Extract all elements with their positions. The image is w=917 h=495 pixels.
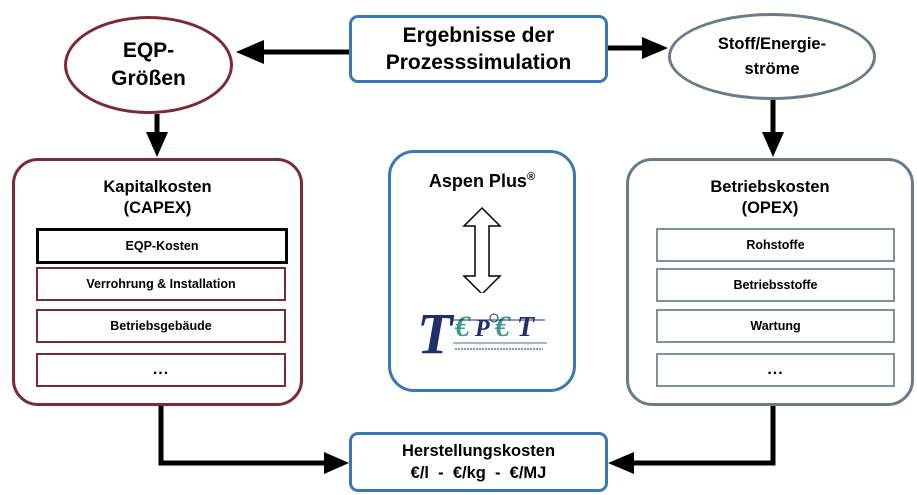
opex-item-betriebsstoffe: Betriebsstoffe xyxy=(656,268,895,302)
opex-panel: Betriebskosten (OPEX) Rohstoffe Betriebs… xyxy=(626,158,914,406)
svg-text:€: € xyxy=(454,310,471,343)
tepet-logo: T € P € T xyxy=(415,293,555,363)
opex-title-line1: Betriebskosten xyxy=(710,178,830,196)
eqp-groessen-line1: EQP- xyxy=(122,38,175,62)
simulation-results-box: Ergebnisse der Prozesssimulation xyxy=(349,15,608,83)
aspen-plus-title: Aspen Plus® xyxy=(391,171,573,192)
opex-item-wartung: Wartung xyxy=(656,309,895,343)
stoff-energie-line2: ströme xyxy=(744,59,800,78)
arrow-to-stoff-energie xyxy=(608,37,668,59)
svg-text:T: T xyxy=(417,301,455,363)
herstellungskosten-line1: Herstellungskosten xyxy=(401,441,556,460)
arrow-to-eqp-groessen xyxy=(236,40,349,64)
opex-title-line2: (OPEX) xyxy=(741,199,799,218)
simulation-results-line1: Ergebnisse der xyxy=(402,23,555,47)
arrow-opex-to-herstellungskosten xyxy=(608,406,776,474)
stoff-energie-line1: Stoff/Energie- xyxy=(717,34,827,53)
arrow-to-capex xyxy=(146,114,168,157)
capex-item-more: ... xyxy=(36,353,286,387)
capex-panel: Kapitalkosten (CAPEX) EQP-Kosten Verrohr… xyxy=(12,158,303,406)
capex-title: Kapitalkosten (CAPEX) xyxy=(15,177,300,220)
eqp-groessen-ellipse: EQP- Größen xyxy=(64,16,233,114)
herstellungskosten-box: Herstellungskosten €/l - €/kg - €/MJ xyxy=(349,432,608,492)
registered-mark: ® xyxy=(526,171,536,183)
eqp-groessen-line2: Größen xyxy=(111,67,186,90)
aspen-plus-box: Aspen Plus® T € P € T xyxy=(388,150,576,392)
capex-title-line1: Kapitalkosten xyxy=(103,178,212,196)
capex-title-line2: (CAPEX) xyxy=(123,199,192,218)
capex-item-eqp-kosten: EQP-Kosten xyxy=(36,228,288,264)
opex-item-more: ... xyxy=(656,353,895,387)
svg-text:T: T xyxy=(517,312,536,343)
arrow-capex-to-herstellungskosten xyxy=(158,406,349,474)
svg-text:P: P xyxy=(474,316,490,342)
herstellungskosten-units: €/l - €/kg - €/MJ xyxy=(410,464,547,482)
aspen-plus-name: Aspen Plus xyxy=(428,171,527,191)
capex-item-betriebsgebaeude: Betriebsgebäude xyxy=(36,309,286,343)
opex-item-rohstoffe: Rohstoffe xyxy=(656,228,895,262)
opex-title: Betriebskosten (OPEX) xyxy=(629,177,911,220)
double-arrow-icon xyxy=(462,206,502,296)
simulation-results-line2: Prozesssimulation xyxy=(385,51,572,74)
capex-item-verrohrung: Verrohrung & Installation xyxy=(36,267,286,301)
arrow-to-opex xyxy=(762,100,784,157)
stoff-energie-ellipse: Stoff/Energie- ströme xyxy=(668,13,876,100)
